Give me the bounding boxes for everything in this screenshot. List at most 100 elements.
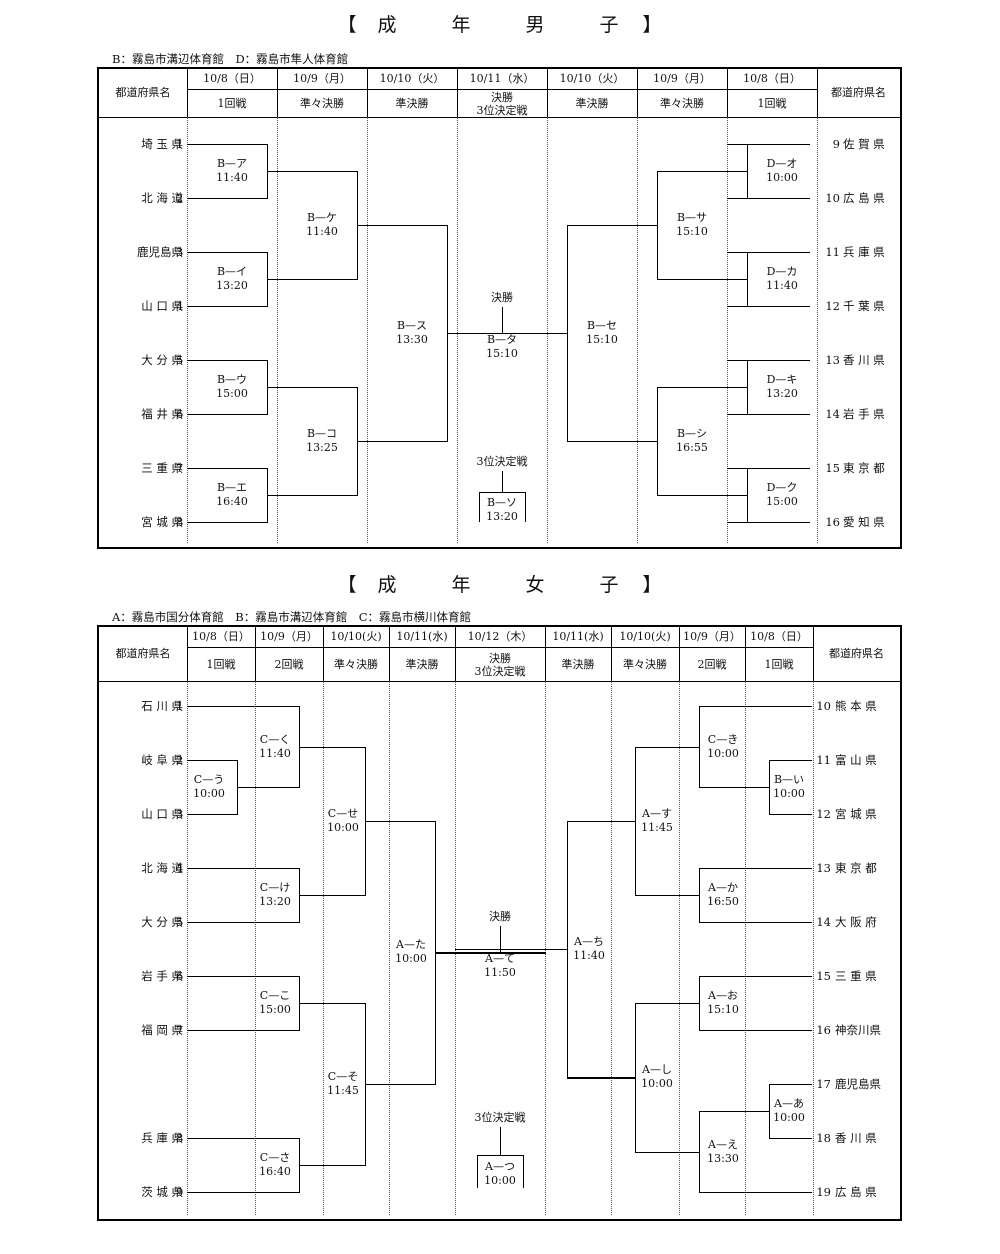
bracket-line xyxy=(727,252,810,254)
col-dotted-divider xyxy=(547,117,548,543)
header-bottom-line xyxy=(99,117,900,118)
match-time: 11:40 xyxy=(216,171,248,184)
match-time: 15:10 xyxy=(676,225,708,238)
col-dotted-divider xyxy=(187,117,188,543)
team-left: 北 海 道 xyxy=(141,861,183,875)
team-right: 宮 城 県 xyxy=(835,807,877,821)
bracket-line xyxy=(255,706,300,708)
team-right: 広 島 県 xyxy=(835,1185,877,1199)
title-close-bracket: 】 xyxy=(642,14,663,36)
match-id: A—つ xyxy=(485,1160,515,1173)
bracket-line xyxy=(727,522,810,524)
men-title-text: 成 年 男 子 xyxy=(377,14,637,36)
seed-number: 12 xyxy=(825,299,840,313)
match-id: C—こ xyxy=(259,989,291,1002)
col-border xyxy=(547,69,548,117)
match-id: C—き xyxy=(707,732,739,746)
bracket-line xyxy=(267,171,358,173)
col-date: 10/8（日） xyxy=(192,630,250,643)
col-round: 準決勝 xyxy=(561,658,595,671)
bracket-line xyxy=(727,306,810,308)
bracket-line xyxy=(299,895,366,897)
match-time: 10:00 xyxy=(773,1111,805,1124)
col-dotted-divider xyxy=(323,681,324,1215)
col-border xyxy=(455,627,456,681)
team-left: 三 重 県 xyxy=(141,461,183,475)
bracket-line xyxy=(187,522,268,524)
bracket-line xyxy=(435,952,546,954)
seed-number: 10 xyxy=(816,699,831,713)
match-id: B—サ xyxy=(676,211,708,224)
col-dotted-divider xyxy=(277,117,278,543)
bracket-line xyxy=(479,492,481,522)
bracket-line xyxy=(187,306,268,308)
match-time: 10:00 xyxy=(327,820,359,834)
match-time: 11:40 xyxy=(306,225,338,238)
team-left: 岩 手 県 xyxy=(141,969,183,983)
col-border xyxy=(323,627,324,681)
bracket-line xyxy=(567,441,658,443)
bracket-line xyxy=(365,820,436,823)
bracket-line xyxy=(299,1165,366,1167)
team-right: 神奈川県 xyxy=(835,1023,881,1037)
seed-number: 5 xyxy=(176,915,184,929)
col-border xyxy=(745,627,746,681)
match-id: D—ク xyxy=(766,481,798,494)
seed-number: 14 xyxy=(816,915,831,929)
col-round: 1回戦 xyxy=(217,97,247,110)
bracket-line xyxy=(699,1111,770,1113)
seed-number: 18 xyxy=(816,1131,831,1145)
match-id: C—く xyxy=(259,732,291,746)
bracket-line xyxy=(769,1084,812,1086)
col-dotted-divider xyxy=(611,681,612,1215)
match-time: 13:20 xyxy=(486,510,518,523)
col-date: 10/9（月） xyxy=(683,630,741,643)
match-time: 11:40 xyxy=(766,279,798,292)
col-round: 2回戦 xyxy=(274,658,304,671)
match-time: 11:40 xyxy=(573,949,605,962)
bracket-line xyxy=(727,414,810,416)
team-right: 佐 賀 県 xyxy=(843,137,885,151)
col-round: 決勝 3位決定戦 xyxy=(474,651,526,678)
bracket-line xyxy=(657,387,748,389)
team-left: 大 分 県 xyxy=(141,353,183,367)
col-round: 決勝 3位決定戦 xyxy=(476,90,528,117)
team-left: 宮 城 県 xyxy=(141,515,183,529)
col-border xyxy=(637,69,638,117)
match-time: 13:20 xyxy=(766,387,798,400)
bracket-line xyxy=(657,171,748,173)
bracket-line xyxy=(187,252,268,254)
final-label: 決勝 xyxy=(489,910,511,924)
col-border xyxy=(817,69,818,117)
seed-number: 4 xyxy=(176,861,184,875)
pref-header-right: 都道府県名 xyxy=(831,86,886,99)
team-left: 茨 城 県 xyxy=(141,1185,183,1199)
bracket-line xyxy=(635,895,700,897)
women-title-text: 成 年 女 子 xyxy=(377,574,637,596)
match-time: 15:00 xyxy=(216,387,248,400)
pref-header-left: 都道府県名 xyxy=(115,86,171,99)
match-time: 11:45 xyxy=(327,1084,359,1097)
header-divider xyxy=(187,647,813,648)
match-time: 11:50 xyxy=(484,966,516,980)
bracket-line xyxy=(187,144,268,146)
team-right: 岩 手 県 xyxy=(843,407,885,421)
col-date: 10/8（日） xyxy=(203,72,261,85)
col-round: 1回戦 xyxy=(206,658,236,671)
bracket-line xyxy=(523,1155,525,1188)
seed-number: 5 xyxy=(176,353,184,367)
bracket-line xyxy=(635,1003,700,1005)
match-id: A—ち xyxy=(574,935,604,948)
bracket-line xyxy=(477,1155,524,1157)
col-dotted-divider xyxy=(727,117,728,543)
match-time: 10:00 xyxy=(484,1174,516,1187)
bracket-line xyxy=(699,1030,812,1032)
col-dotted-divider xyxy=(455,681,456,1215)
match-id: B—イ xyxy=(216,265,248,278)
women-venues: A：霧島市国分体育館 B：霧島市溝辺体育館 C：霧島市横川体育館 xyxy=(112,610,472,624)
col-round: 2回戦 xyxy=(697,658,727,671)
